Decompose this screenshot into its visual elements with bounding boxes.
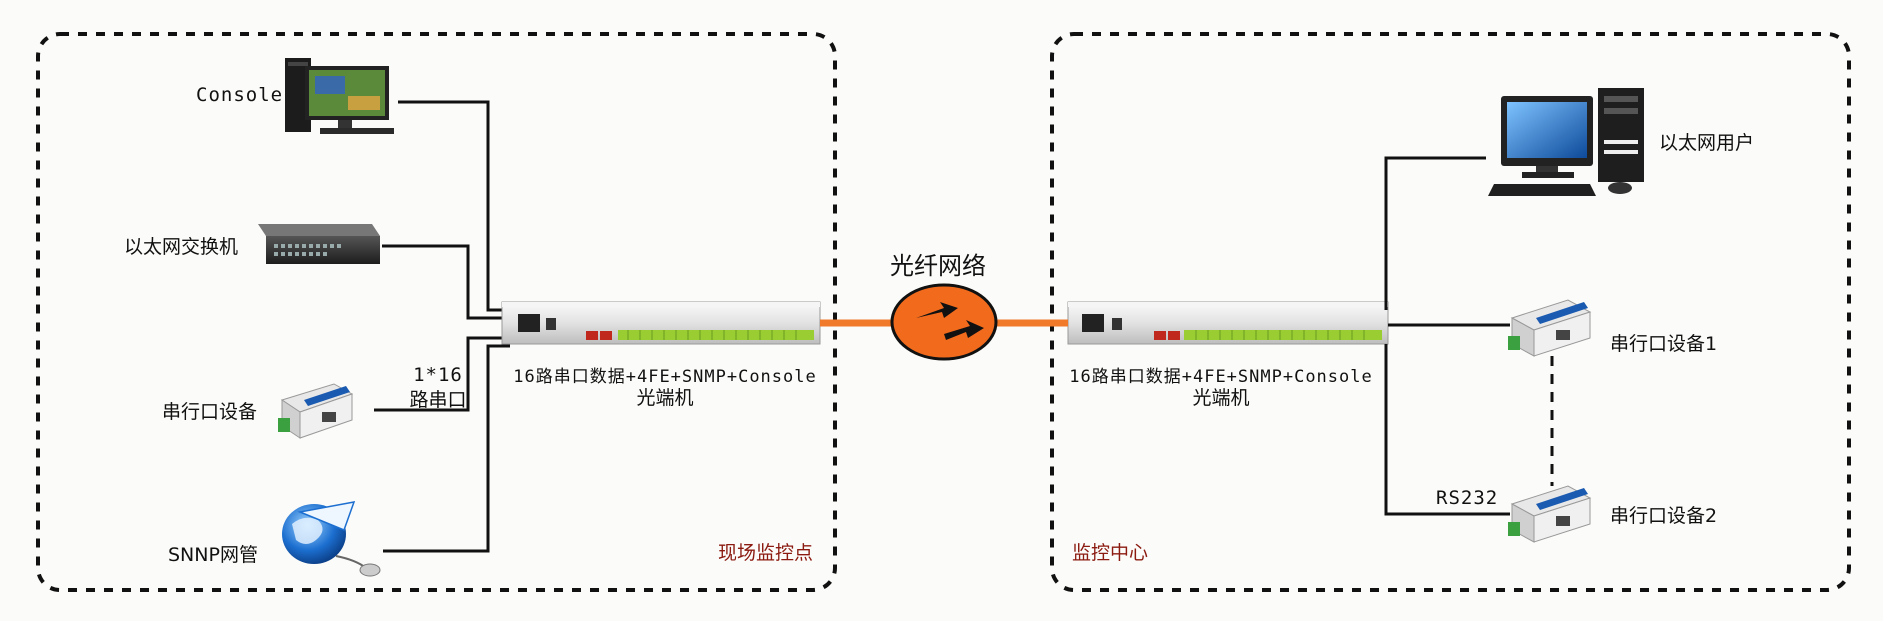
serial-link-label-1: 1*16 <box>413 364 463 386</box>
snmp-label: SNNP网管 <box>168 544 258 566</box>
right-zone-label: 监控中心 <box>1072 542 1149 564</box>
left-connection-lines <box>374 100 510 553</box>
left-zone-label: 现场监控点 <box>718 542 814 564</box>
right-device-label-2: 光端机 <box>1192 387 1250 409</box>
serial-device-label: 串行口设备 <box>162 401 258 423</box>
serial-line <box>374 336 510 412</box>
desktop-computer-icon <box>285 58 394 134</box>
left-zone-boundary <box>36 32 837 592</box>
snmp-line <box>383 344 510 553</box>
console-label: Console <box>196 84 284 106</box>
left-device-label-2: 光端机 <box>636 387 694 409</box>
serial-link-label-2: 路串口 <box>409 389 467 411</box>
console-line <box>398 100 510 312</box>
right-device-label-1: 16路串口数据+4FE+SNMP+Console <box>1069 367 1373 387</box>
right-connection-lines <box>1384 156 1510 516</box>
router-symbol-icon <box>890 283 998 361</box>
rs232-line <box>1384 344 1510 516</box>
serial-device-1-icon <box>1508 299 1592 357</box>
serial-device-2-label: 串行口设备2 <box>1610 505 1718 527</box>
switch-line <box>382 244 510 320</box>
right-optical-terminal <box>1067 301 1389 345</box>
ethernet-user-line <box>1384 156 1486 310</box>
serial-device-2-icon <box>1508 485 1592 543</box>
right-zone-boundary <box>1050 32 1851 592</box>
right-terminal-ports <box>1184 330 1382 340</box>
ethernet-user-label: 以太网用户 <box>1659 132 1755 154</box>
left-optical-terminal <box>501 301 821 345</box>
rs232-label: RS232 <box>1436 487 1499 509</box>
fiber-network-label: 光纤网络 <box>890 252 986 280</box>
left-terminal-ports <box>618 330 814 340</box>
left-device-label-1: 16路串口数据+4FE+SNMP+Console <box>513 367 817 387</box>
serial-device-1-label: 串行口设备1 <box>1610 333 1718 355</box>
serial-converter-icon <box>278 383 354 439</box>
ethernet-switch-icon <box>258 224 380 264</box>
switch-label: 以太网交换机 <box>124 236 239 258</box>
ethernet-user-computer-icon <box>1488 88 1644 196</box>
globe-mouse-icon <box>282 501 381 577</box>
